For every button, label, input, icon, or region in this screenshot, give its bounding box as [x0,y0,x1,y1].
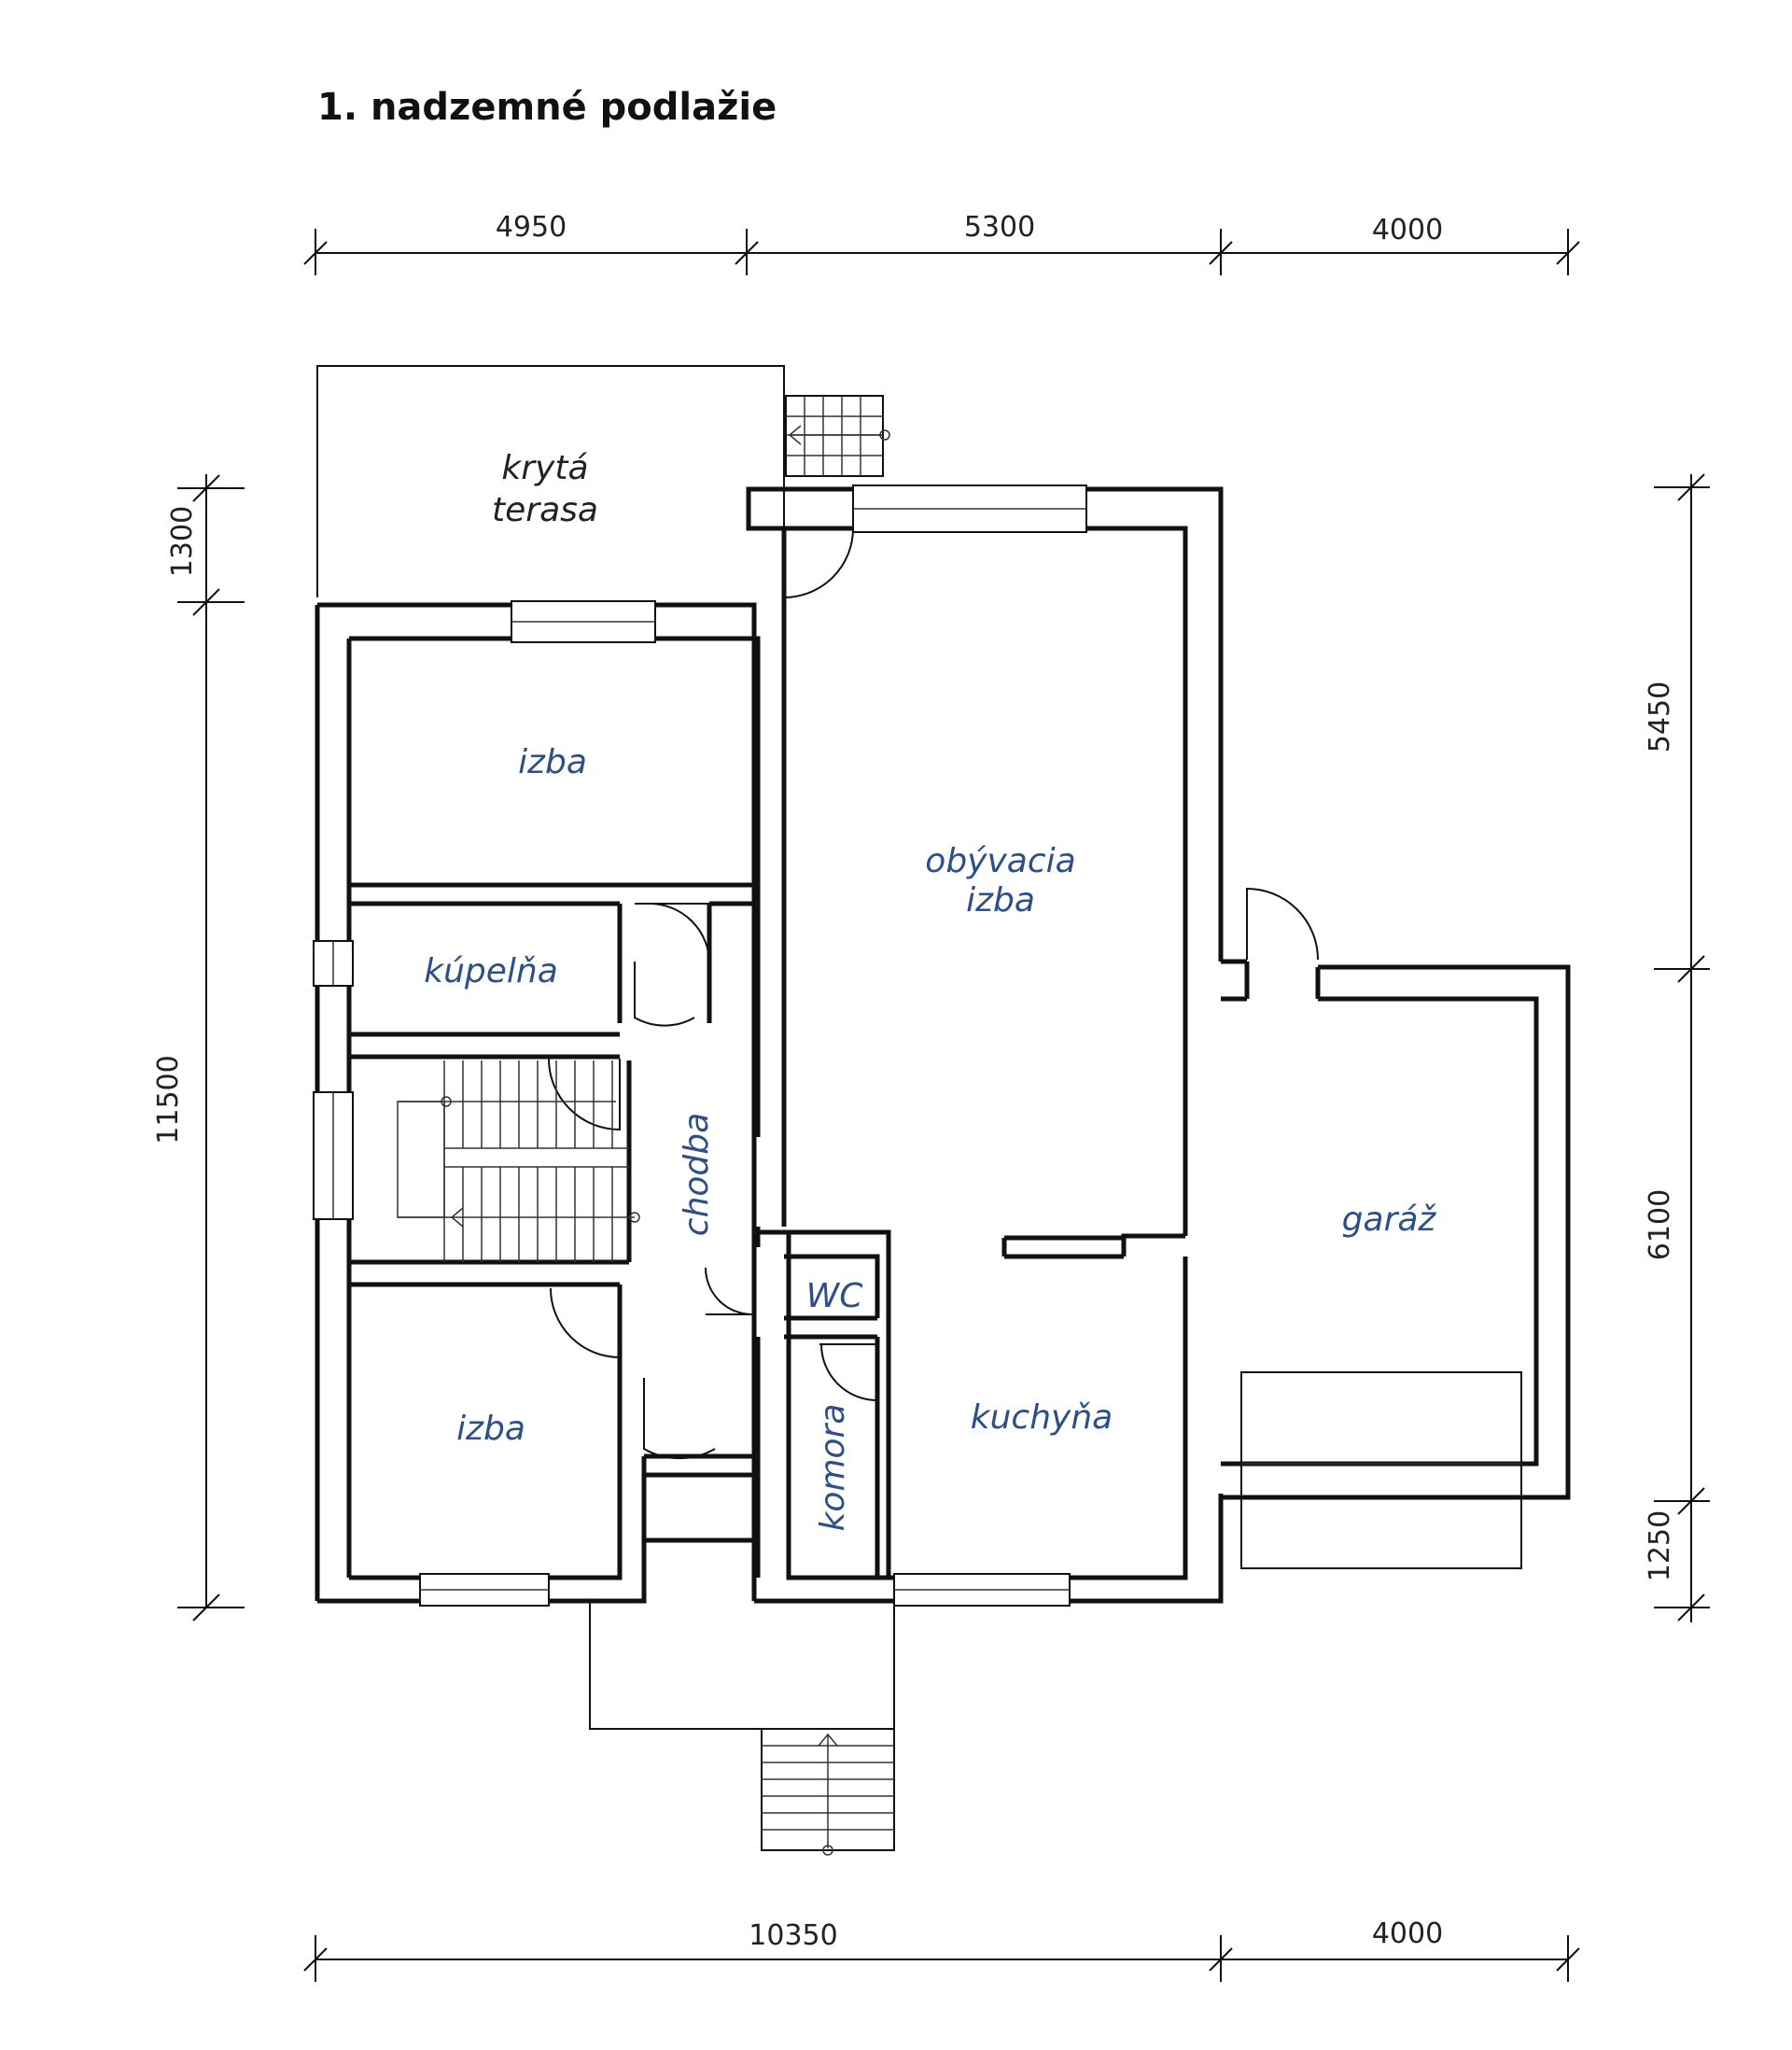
dim-left-2: 11500 [152,1055,185,1144]
dim-top-3: 4000 [1372,214,1443,246]
label-living-line1: obývacia [925,842,1075,880]
dim-right-2: 6100 [1644,1189,1676,1260]
front-entry [589,1601,895,1856]
label-garage: garáž [1342,1201,1437,1239]
windows [313,484,1087,1607]
label-bedroom-bottom: izba [456,1410,525,1448]
label-kitchen: kuchyňa [971,1398,1113,1437]
doors [548,527,1319,1460]
label-terrace-line2: terasa [492,491,598,529]
dim-left-1: 1300 [166,506,199,577]
garage-walls [1221,959,1571,1569]
back-stairs [785,395,890,477]
dim-right-1: 5450 [1644,681,1676,752]
dimension-right: 5450 6100 1250 [1644,473,1710,1622]
dim-top-1: 4950 [496,211,567,244]
label-pantry: komora [814,1404,852,1532]
label-bathroom: kúpelňa [424,952,558,990]
label-corridor: chodba [678,1113,716,1236]
page-title: 1. nadzemné podlažie [317,86,777,129]
dimension-top: 4950 5300 4000 [303,211,1580,275]
label-bedroom-top: izba [518,743,587,781]
interior-stairs [397,1060,640,1262]
dim-top-2: 5300 [964,211,1035,244]
dimension-left: 1300 11500 [152,474,245,1622]
label-terrace-line1: krytá [501,449,588,487]
label-wc: WC [806,1277,864,1315]
label-living-line2: izba [966,881,1035,920]
dimension-bottom: 10350 4000 [303,1917,1580,1982]
covered-terrace [316,365,785,597]
house-walls [315,486,1224,1604]
dim-bottom-1: 10350 [749,1919,837,1952]
dim-bottom-2: 4000 [1372,1917,1443,1950]
dim-right-3: 1250 [1644,1510,1676,1581]
